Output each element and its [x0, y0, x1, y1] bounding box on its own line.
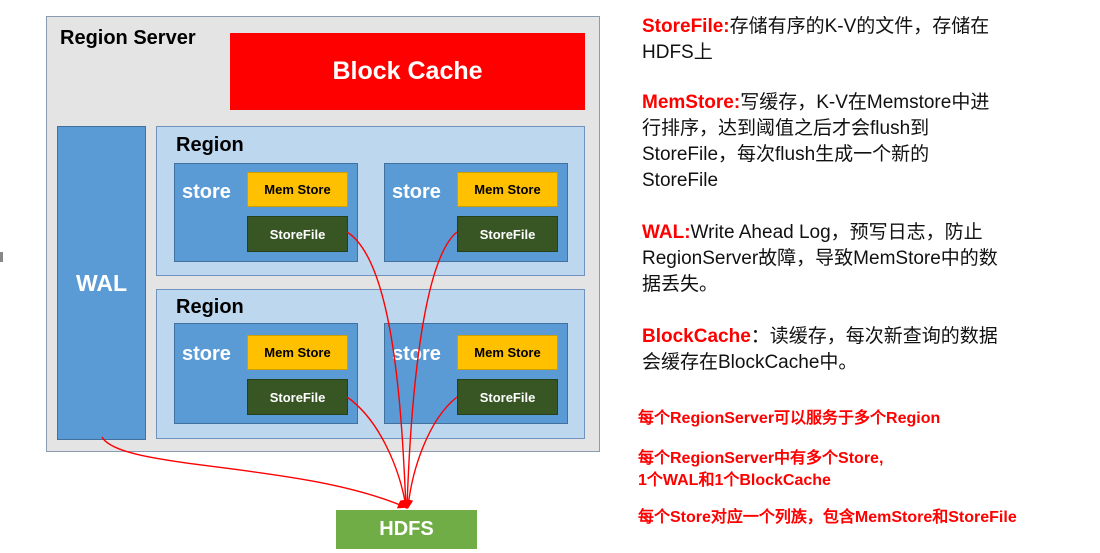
arrow-storefile-4-to-hdfs	[404, 396, 458, 509]
description-line: 据丢失。	[642, 274, 719, 295]
description-line: Write Ahead Log，预写日志，防止	[690, 222, 983, 243]
store-label: store	[182, 343, 231, 365]
blockcache-description: BlockCache：读缓存，每次新查询的数据 会缓存在BlockCache中。	[642, 324, 998, 376]
region-label-1: Region	[176, 134, 244, 156]
storefile-box: StoreFile	[247, 379, 348, 415]
note-store-column-family: 每个Store对应一个列族，包含MemStore和StoreFile	[638, 507, 1017, 529]
store-label: store	[392, 181, 441, 203]
description-term: MemStore:	[642, 92, 741, 113]
edge-tick-mark	[0, 252, 3, 262]
store-label: store	[182, 181, 231, 203]
description-line: 会缓存在BlockCache中。	[642, 352, 858, 373]
note-line: 每个RegionServer中有多个Store,	[638, 450, 884, 467]
store-label: store	[392, 343, 441, 365]
arrow-storefile-3-to-hdfs	[346, 396, 410, 509]
note-regionserver-stores: 每个RegionServer中有多个Store, 1个WAL和1个BlockCa…	[638, 448, 883, 492]
arrow-storefile-1-to-hdfs	[346, 231, 411, 509]
memstore-description: MemStore:写缓存，K-V在Memstore中进 行排序，达到阈值之后才会…	[642, 90, 989, 194]
storefile-box: StoreFile	[457, 379, 558, 415]
memstore-box: Mem Store	[247, 172, 348, 207]
hdfs-box: HDFS	[336, 510, 477, 549]
description-line: 写缓存，K-V在Memstore中进	[740, 92, 990, 113]
storefile-description: StoreFile:存储有序的K-V的文件，存储在 HDFS上	[642, 14, 989, 66]
note-line: 每个RegionServer可以服务于多个Region	[638, 410, 941, 427]
storefile-box: StoreFile	[247, 216, 348, 252]
description-line: 行排序，达到阈值之后才会flush到	[642, 118, 930, 139]
memstore-box: Mem Store	[457, 172, 558, 207]
wal-box: WAL	[57, 126, 146, 440]
description-line: StoreFile	[642, 170, 719, 191]
wal-description: WAL:Write Ahead Log，预写日志，防止 RegionServer…	[642, 220, 998, 298]
region-server-label: Region Server	[60, 27, 196, 49]
description-term: WAL:	[642, 222, 691, 243]
arrow-wal-to-hdfs	[101, 436, 407, 509]
region-label-2: Region	[176, 296, 244, 318]
note-line: 每个Store对应一个列族，包含MemStore和StoreFile	[638, 509, 1017, 526]
description-term: StoreFile:	[642, 16, 730, 37]
description-line: 存储有序的K-V的文件，存储在	[729, 16, 990, 37]
description-line: StoreFile，每次flush生成一个新的	[642, 144, 930, 165]
block-cache-box: Block Cache	[230, 33, 585, 110]
description-line: ：读缓存，每次新查询的数据	[750, 326, 998, 347]
note-regionserver-regions: 每个RegionServer可以服务于多个Region	[638, 408, 940, 430]
description-term: BlockCache	[642, 326, 751, 347]
description-line: HDFS上	[642, 42, 713, 63]
description-line: RegionServer故障，导致MemStore中的数	[642, 248, 998, 269]
arrow-storefile-2-to-hdfs	[402, 231, 458, 509]
memstore-box: Mem Store	[457, 335, 558, 370]
note-line: 1个WAL和1个BlockCache	[638, 472, 831, 489]
storefile-box: StoreFile	[457, 216, 558, 252]
memstore-box: Mem Store	[247, 335, 348, 370]
